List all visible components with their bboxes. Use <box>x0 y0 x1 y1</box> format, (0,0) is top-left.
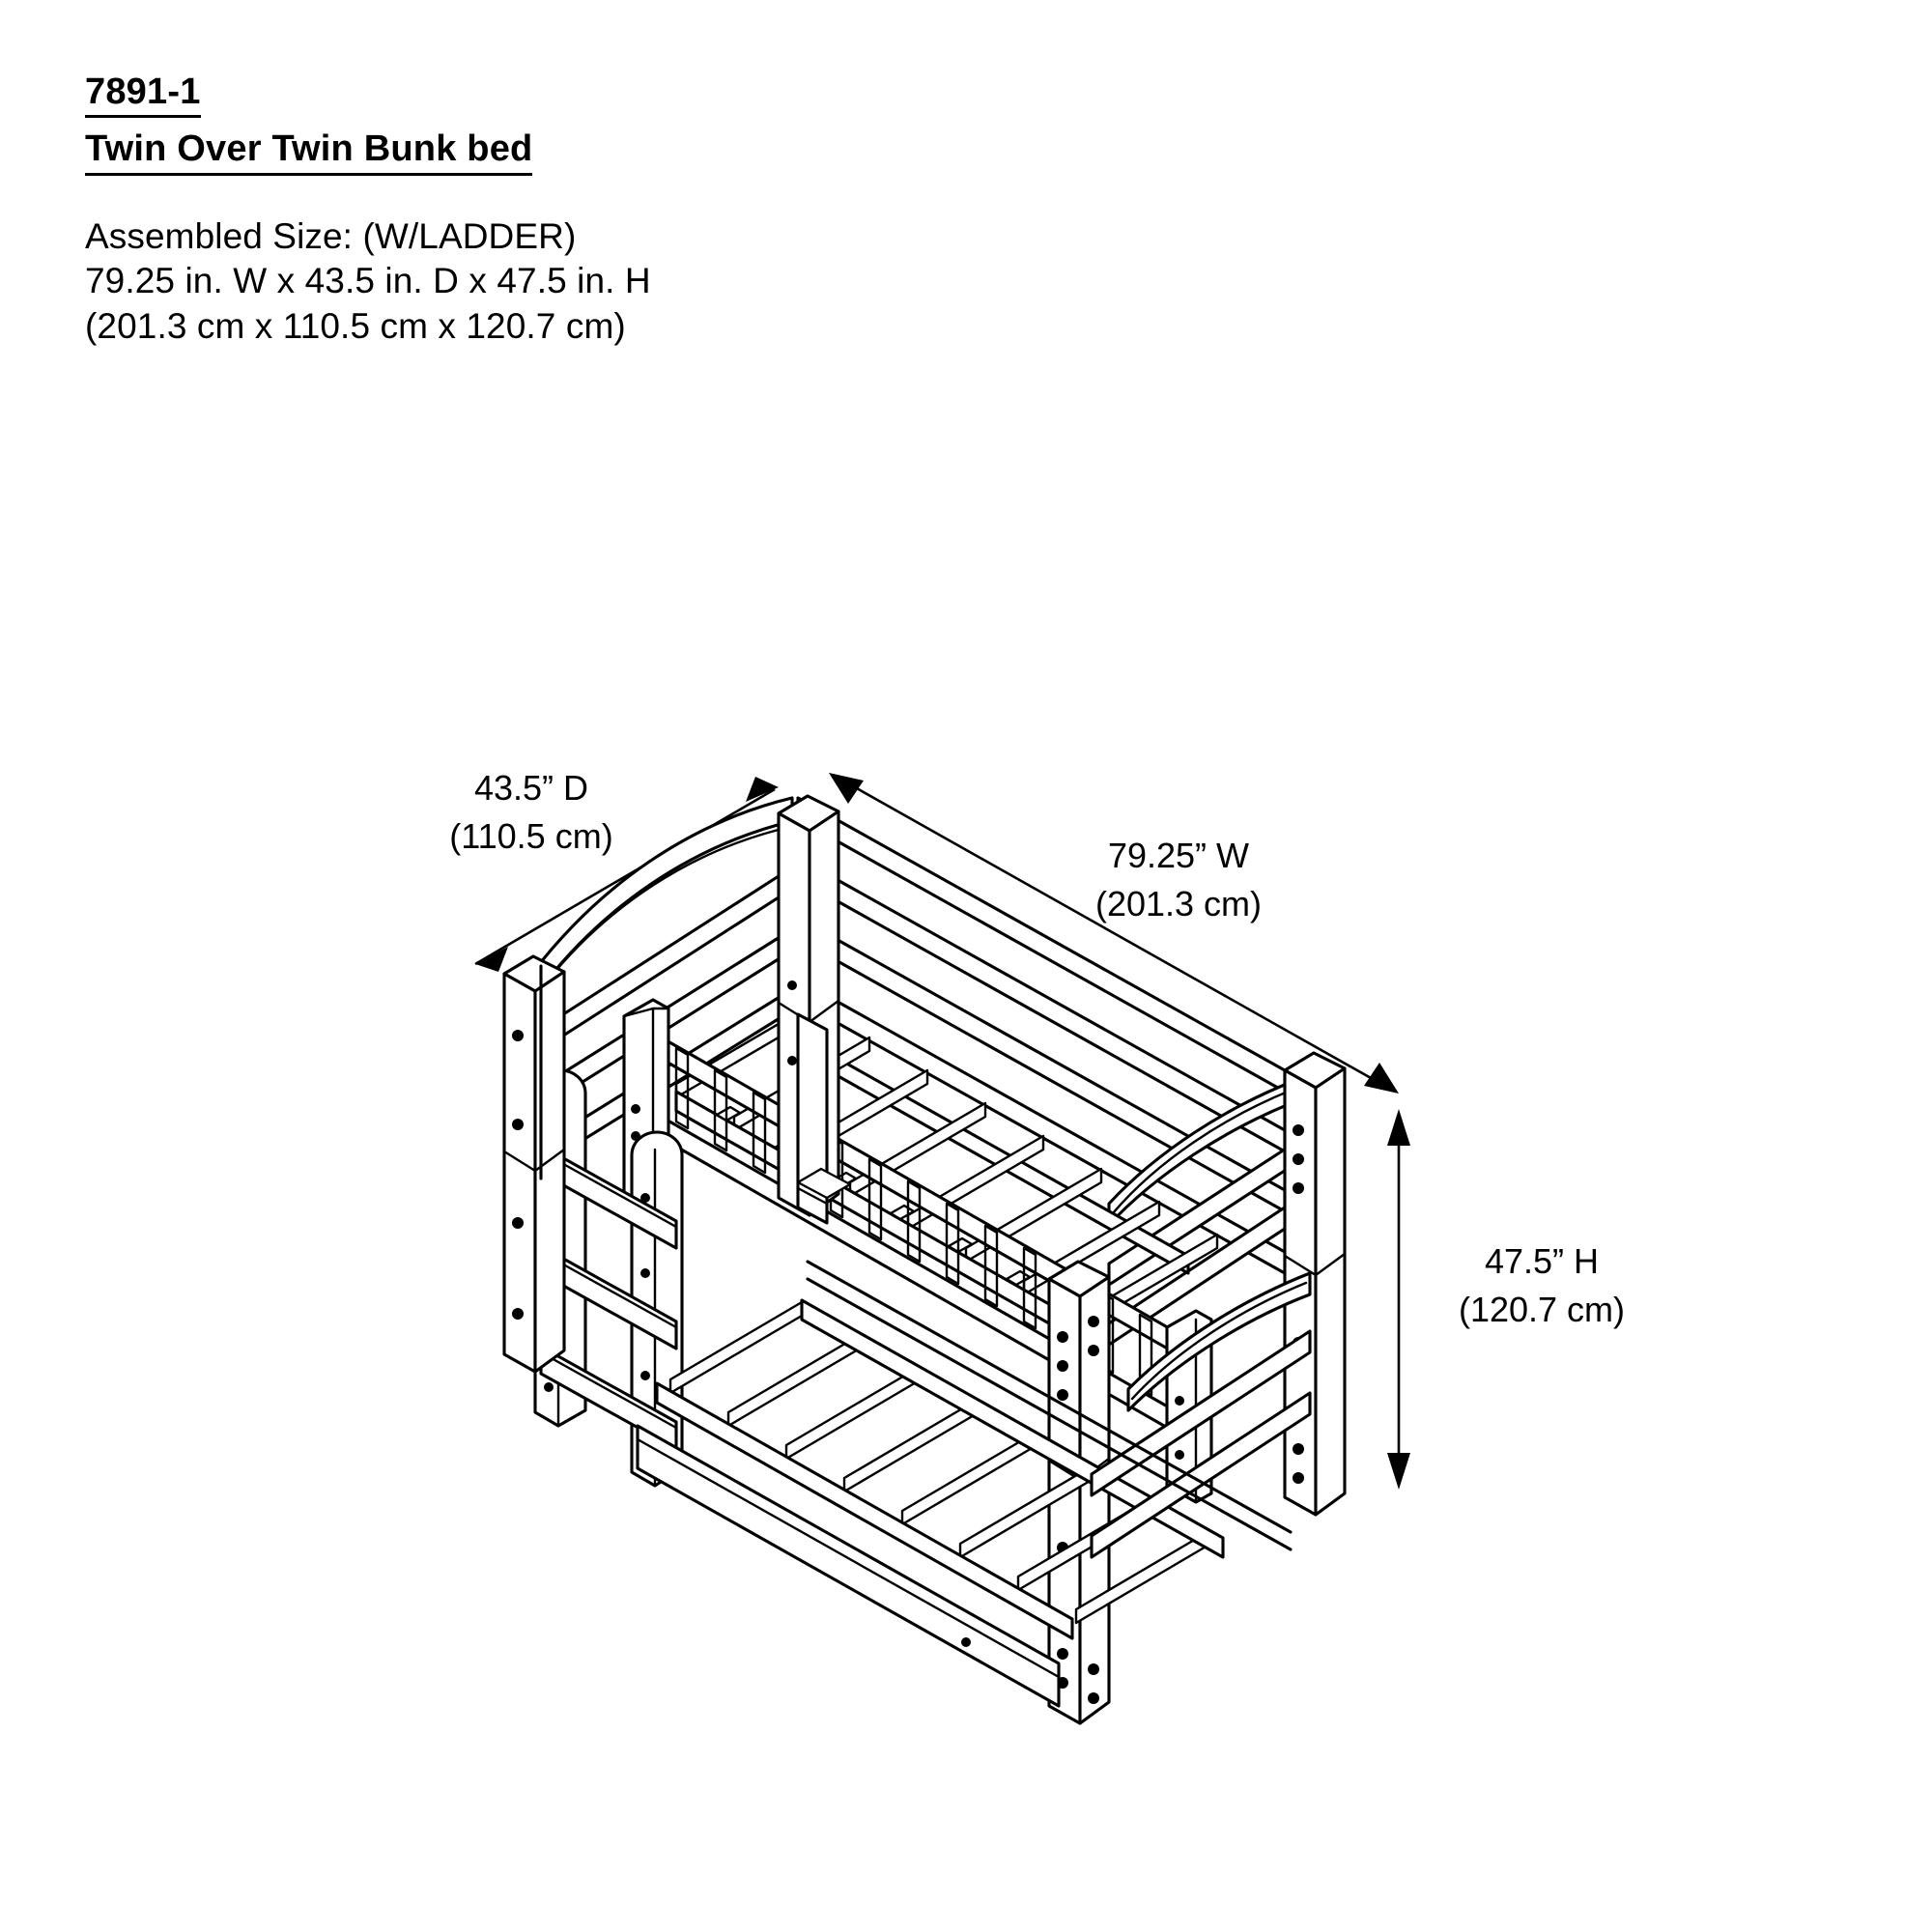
product-name: Twin Over Twin Bunk bed <box>85 127 533 176</box>
lower-bed-near-rail <box>636 1424 1061 1708</box>
assembled-size-inches: 79.25 in. W x 43.5 in. D x 47.5 in. H <box>85 261 651 301</box>
depth-metric-label: (110.5 cm) <box>449 816 612 856</box>
ladder <box>533 1068 684 1488</box>
post-head-rear <box>777 794 840 1217</box>
dimension-label-width: 79.25” W (201.3 cm) <box>1095 836 1262 923</box>
lower-bed-slat-deck <box>655 1298 1225 1640</box>
assembled-size-heading: Assembled Size: (W/LADDER) <box>85 216 577 256</box>
header-block: 7891-1 Twin Over Twin Bunk bed <box>85 70 1148 176</box>
dimension-label-depth: 43.5” D (110.5 cm) <box>449 768 612 856</box>
post-foot-far <box>1283 1051 1347 1517</box>
width-metric-label: (201.3 cm) <box>1095 884 1262 923</box>
lower-foot-panel <box>1090 1271 1312 1559</box>
upper-guard-rail <box>622 998 1213 1504</box>
dimension-label-height: 47.5” H (120.7 cm) <box>1459 1241 1625 1329</box>
height-imperial-label: 47.5” H <box>1485 1241 1599 1281</box>
model-number: 7891-1 <box>85 70 201 119</box>
dimension-height <box>1387 1109 1410 1490</box>
depth-imperial-label: 43.5” D <box>474 768 588 808</box>
upper-back-panel <box>531 796 794 1173</box>
dimension-depth <box>474 777 779 972</box>
height-metric-label: (120.7 cm) <box>1459 1290 1625 1329</box>
dimension-width <box>829 773 1399 1094</box>
assembled-size-block: Assembled Size: (W/LADDER) 79.25 in. W x… <box>85 214 1244 349</box>
width-imperial-label: 79.25” W <box>1108 836 1249 875</box>
post-head-left <box>502 954 566 1374</box>
back-long-rails <box>796 796 1287 1275</box>
assembled-size-centimeters: (201.3 cm x 110.5 cm x 120.7 cm) <box>85 305 626 346</box>
upper-bed-slat-deck <box>674 1003 1219 1341</box>
product-name-line: Twin Over Twin Bunk bed <box>85 118 1148 176</box>
model-number-line: 7891-1 <box>85 70 1148 119</box>
upper-foot-panel <box>1107 1078 1298 1347</box>
post-foot-near <box>1047 1260 1111 1725</box>
lower-bed-far-rails <box>806 1260 1293 1551</box>
structural-detail-lines <box>539 964 852 1225</box>
